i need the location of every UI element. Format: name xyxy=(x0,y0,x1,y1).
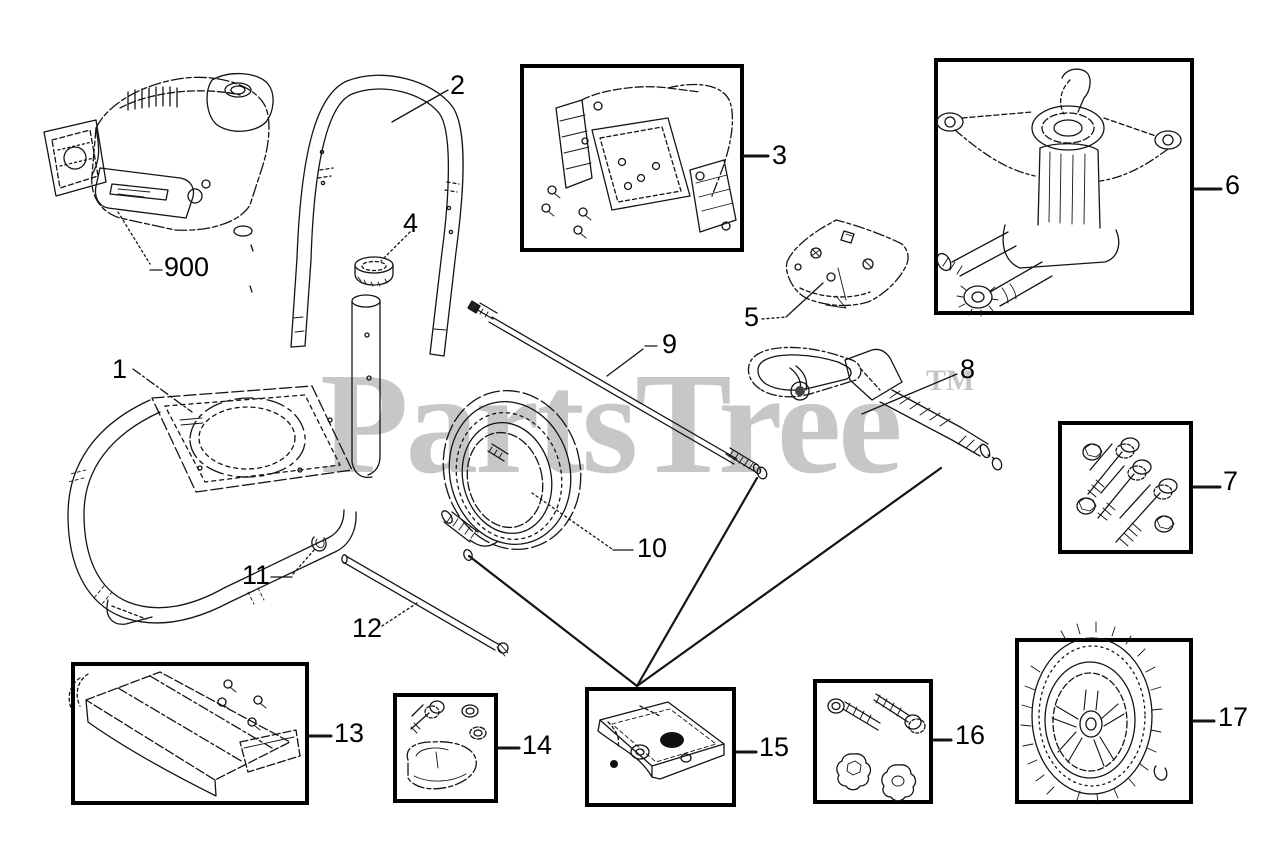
callout-handle-cap[interactable]: 4 xyxy=(403,208,419,238)
callout-engine[interactable]: 900 xyxy=(164,252,210,282)
callout-clip[interactable]: 11 xyxy=(242,560,271,590)
callout-knob-bolt-kit[interactable]: 16 xyxy=(955,720,986,750)
high-pressure-hose-illustration xyxy=(441,390,582,561)
foot-kit-illustration xyxy=(406,700,487,790)
wing-knobs xyxy=(836,753,917,802)
callout-frame[interactable]: 1 xyxy=(112,354,128,384)
support-rod-illustration xyxy=(341,554,509,657)
callout-spray-wand[interactable]: 9 xyxy=(662,329,678,359)
cradle-screws xyxy=(541,185,592,239)
engine-cradle-kit-illustration xyxy=(541,83,737,239)
callout-spray-gun[interactable]: 8 xyxy=(960,354,976,384)
hardware-bag-illustration xyxy=(785,219,909,309)
wheel-clip xyxy=(1153,765,1168,781)
panel-screws xyxy=(217,679,267,731)
frame-illustration xyxy=(67,385,357,625)
handle-receiver-tube xyxy=(351,294,381,479)
gun-o-ring xyxy=(991,457,1003,471)
callout-bolt-kit[interactable]: 7 xyxy=(1223,466,1239,496)
spray-wand-illustration xyxy=(467,300,768,480)
callout-base-plate-kit[interactable]: 15 xyxy=(759,732,790,762)
callout-foot-kit[interactable]: 14 xyxy=(522,730,553,760)
callout-engine-cradle-kit[interactable]: 3 xyxy=(772,140,788,170)
watermark-trademark: TM xyxy=(926,364,975,397)
callout-wheel-kit[interactable]: 17 xyxy=(1218,702,1249,732)
flange-nuts xyxy=(1076,443,1175,533)
watermark-text: PartsTree xyxy=(320,344,903,504)
bolt-kit-illustration xyxy=(1076,437,1178,547)
clip-illustration xyxy=(311,536,327,552)
callout-support-rod[interactable]: 12 xyxy=(352,613,383,643)
knob-bolt-kit-illustration xyxy=(827,693,926,802)
foot-kit-box xyxy=(393,693,498,803)
base-plate-kit-illustration xyxy=(597,701,725,780)
hose-o-ring xyxy=(463,549,473,561)
callout-hardware-bag[interactable]: 5 xyxy=(744,302,760,332)
assembly-reference-lines xyxy=(467,466,943,688)
pump-box xyxy=(934,58,1194,315)
callout-high-pressure-hose[interactable]: 10 xyxy=(637,533,668,563)
spray-gun-illustration xyxy=(747,346,1003,471)
handle-illustration xyxy=(290,74,464,357)
engine-cradle-kit-box xyxy=(520,64,744,252)
callout-handle[interactable]: 2 xyxy=(450,70,466,100)
leader-lines xyxy=(117,89,1223,754)
panel-kit-box xyxy=(71,662,309,805)
callout-panel-kit[interactable]: 13 xyxy=(334,718,365,748)
pump-illustration xyxy=(936,68,1182,317)
panel-kit-illustration xyxy=(68,671,301,797)
engine-illustration xyxy=(43,72,274,293)
handle-cap-illustration xyxy=(354,256,394,287)
wand-o-ring xyxy=(756,466,768,480)
callout-pump[interactable]: 6 xyxy=(1225,170,1241,200)
wheel-kit-illustration xyxy=(1020,621,1168,805)
base-plate-kit-box xyxy=(585,687,736,807)
